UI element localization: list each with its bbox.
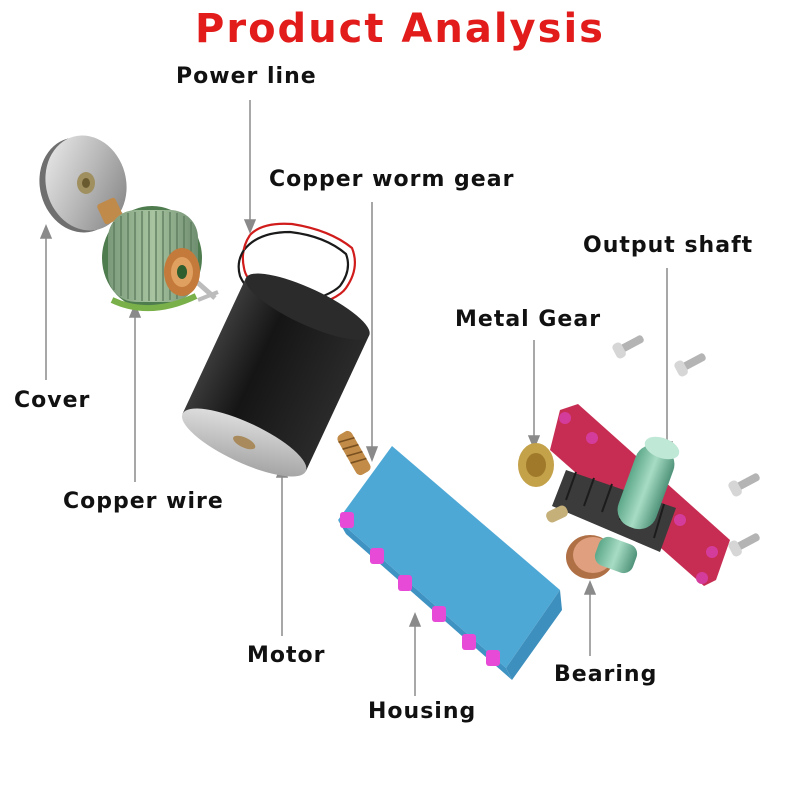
leader-bearing-arrow <box>583 580 597 595</box>
leader-power-line-arrow <box>243 219 257 234</box>
label-copper-wire: Copper wire <box>63 489 224 514</box>
power-wires-icon <box>237 222 357 312</box>
label-bearing: Bearing <box>554 662 658 687</box>
motor-rear-shaft <box>197 290 219 302</box>
label-metal-gear: Metal Gear <box>455 307 602 332</box>
worm-gear-icon <box>337 430 371 476</box>
gearbox-housing-icon <box>338 446 562 680</box>
screw-icon-1 <box>612 335 644 359</box>
bearing-icon <box>566 535 638 579</box>
output-shaft-icon <box>617 436 680 530</box>
leader-cover-arrow <box>39 224 53 239</box>
leader-copper-wire-arrow <box>128 303 142 318</box>
leader-worm-gear-arrow <box>365 446 379 463</box>
label-output-shaft: Output shaft <box>583 233 754 258</box>
leader-metal-gear-arrow <box>527 435 541 450</box>
screw-icon-2 <box>674 353 706 377</box>
label-housing: Housing <box>368 699 477 724</box>
leader-housing-arrow <box>408 612 422 627</box>
page-title: Product Analysis <box>195 6 605 52</box>
screw-icon-3 <box>728 473 760 497</box>
motor-can-icon <box>181 273 370 477</box>
screw-icon-4 <box>728 533 760 557</box>
label-power-line: Power line <box>176 64 317 89</box>
rotor-armature-icon <box>97 197 217 311</box>
label-cover: Cover <box>14 388 91 413</box>
label-motor: Motor <box>247 643 326 668</box>
label-copper-worm-gear: Copper worm gear <box>269 167 515 192</box>
